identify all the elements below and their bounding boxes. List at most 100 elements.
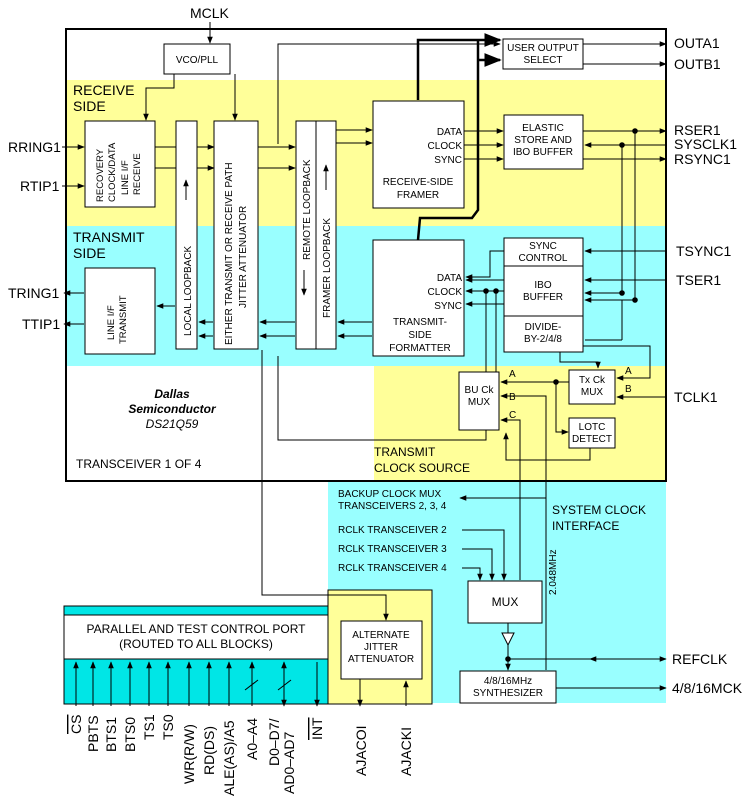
tsync1-label: TSYNC1	[676, 243, 731, 259]
alternate-jitter-attenuator-block	[340, 620, 423, 680]
rclk-mux-block	[467, 580, 543, 624]
svg-text:C: C	[509, 410, 516, 421]
svg-text:CLOCK/DATA: CLOCK/DATA	[107, 142, 118, 202]
svg-text:EITHER TRANSMIT OR RECEIVE PAT: EITHER TRANSMIT OR RECEIVE PATH	[224, 162, 235, 345]
svg-text:MUX: MUX	[492, 595, 519, 609]
ajacoi-label: AJACOI	[353, 725, 369, 776]
svg-text:D0–D7/: D0–D7/	[266, 718, 282, 766]
line-if-transmit-block	[84, 267, 156, 355]
svg-text:INT: INT	[309, 717, 325, 740]
freq-label: 2.048MHz	[548, 549, 559, 595]
rclk2-label: RCLK TRANSCEIVER 2	[338, 525, 447, 536]
rtip1-label: RTIP1	[20, 178, 60, 194]
svg-text:PARALLEL AND TEST CONTROL PORT: PARALLEL AND TEST CONTROL PORT(ROUTED TO…	[87, 622, 307, 651]
svg-text:DATA: DATA	[437, 273, 463, 284]
port-pin-arrows	[73, 661, 320, 707]
svg-text:JITTER ATTENUATOR: JITTER ATTENUATOR	[238, 206, 249, 308]
svg-text:SYNC: SYNC	[434, 301, 462, 312]
svg-text:SYNC: SYNC	[434, 155, 462, 166]
part-number: DS21Q59	[146, 417, 199, 431]
vco-pll-block	[163, 43, 231, 75]
lotc-detect-block	[568, 417, 616, 449]
svg-text:B: B	[509, 392, 516, 403]
transmit-side-formatter-block	[372, 239, 465, 357]
svg-text:ALE(AS)/A5: ALE(AS)/A5	[221, 720, 237, 796]
svg-text:TS1: TS1	[141, 714, 157, 740]
svg-text:A: A	[509, 369, 516, 380]
svg-text:BTS0: BTS0	[122, 717, 138, 752]
svg-text:FRAMER LOOPBACK: FRAMER LOOPBACK	[322, 218, 333, 318]
tring1-label: TRING1	[8, 285, 60, 301]
recovery-clock-data-block	[84, 120, 156, 208]
svg-text:LINE I/F: LINE I/F	[120, 160, 131, 195]
svg-text:CLOCK: CLOCK	[428, 287, 463, 298]
ibo-buffer-block	[503, 265, 584, 317]
local-loopback-label: LOCAL LOOPBACK	[183, 245, 194, 336]
port-box	[63, 614, 329, 660]
receive-side-framer-block	[372, 100, 465, 209]
svg-text:RD(DS): RD(DS)	[201, 726, 217, 775]
mclk-label: MCLK	[190, 5, 230, 21]
divide-block	[503, 315, 584, 353]
svg-text:VCO/PLL: VCO/PLL	[176, 55, 219, 66]
buffer-triangle	[501, 632, 515, 647]
svg-text:REMOTE LOOPBACK: REMOTE LOOPBACK	[302, 159, 313, 260]
outb1-label: OUTB1	[674, 56, 721, 72]
svg-text:A: A	[625, 366, 632, 377]
transceiver-outline	[65, 28, 667, 482]
svg-text:RECOVERY: RECOVERY	[95, 148, 106, 202]
port-pin-labels: CS PBTS BTS1 BTS0 TS1 TS0 WR(R/W) RD(DS)…	[68, 714, 325, 796]
svg-text:WR(R/W): WR(R/W)	[181, 724, 197, 784]
rring1-label: RRING1	[8, 139, 61, 155]
framer-loopback-block	[315, 120, 337, 350]
svg-text:RECEIVE: RECEIVE	[132, 153, 143, 195]
outa1-label: OUTA1	[674, 35, 720, 51]
svg-text:DIVIDE-BY-2/4/8: DIVIDE-BY-2/4/8	[524, 322, 562, 345]
svg-text:A0–A4: A0–A4	[244, 718, 260, 760]
sysclk1-label: SYSCLK1	[674, 136, 737, 152]
svg-text:PBTS: PBTS	[85, 715, 101, 752]
ttip1-label: TTIP1	[22, 316, 60, 332]
elastic-store-block	[503, 114, 584, 170]
svg-text:CS: CS	[68, 715, 84, 734]
tclk1-label: TCLK1	[674, 389, 718, 405]
backup-clock-mux-block	[458, 371, 500, 431]
ajacki-label: AJACKI	[398, 727, 414, 776]
tx-clock-mux-block	[568, 369, 616, 405]
tser1-label: TSER1	[676, 272, 721, 288]
svg-text:AD0–AD7: AD0–AD7	[281, 732, 297, 794]
synthesizer-block	[459, 670, 557, 704]
local-loopback-block	[175, 120, 198, 350]
svg-text:B: B	[625, 384, 632, 395]
svg-text:CLOCK: CLOCK	[428, 141, 463, 152]
svg-text:TRANSMIT: TRANSMIT	[118, 295, 129, 344]
user-output-select-block	[502, 38, 584, 70]
mck-label: 4/8/16MCK	[672, 680, 743, 696]
rsync1-label: RSYNC1	[674, 151, 731, 167]
rclk4-label: RCLK TRANSCEIVER 4	[338, 563, 447, 574]
rclk3-label: RCLK TRANSCEIVER 3	[338, 544, 447, 555]
jitter-attenuator-block	[213, 120, 259, 350]
rser1-label: RSER1	[674, 122, 721, 138]
svg-text:DATA: DATA	[437, 127, 463, 138]
transceiver-label: TRANSCEIVER 1 OF 4	[76, 457, 202, 471]
